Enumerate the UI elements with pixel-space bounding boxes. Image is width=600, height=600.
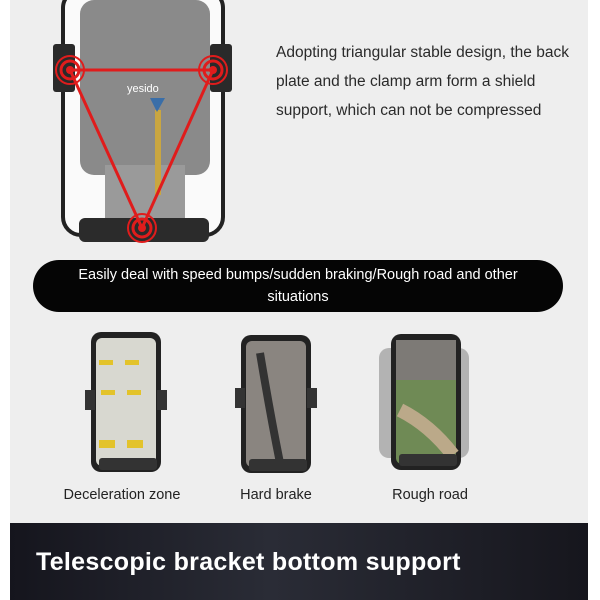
situations-banner: Easily deal with speed bumps/sudden brak… — [33, 260, 563, 312]
scenario-label-deceleration: Deceleration zone — [63, 487, 181, 503]
holder-triangle-illustration: yesido — [53, 0, 232, 243]
scenario-hard-brake-image — [235, 335, 317, 473]
brand-logo: yesido — [127, 83, 159, 95]
scenario-deceleration-image — [85, 332, 167, 472]
scenario-rough-road-image — [379, 334, 469, 470]
scenario-label-rough-road: Rough road — [392, 487, 468, 503]
footer-title: Telescopic bracket bottom support — [36, 548, 461, 576]
design-description: Adopting triangular stable design, the b… — [276, 44, 569, 119]
banner-text: Easily deal with speed bumps/sudden brak… — [78, 267, 518, 305]
scenario-label-hard-brake: Hard brake — [240, 487, 312, 503]
footer-band: Telescopic bracket bottom support — [10, 523, 588, 600]
